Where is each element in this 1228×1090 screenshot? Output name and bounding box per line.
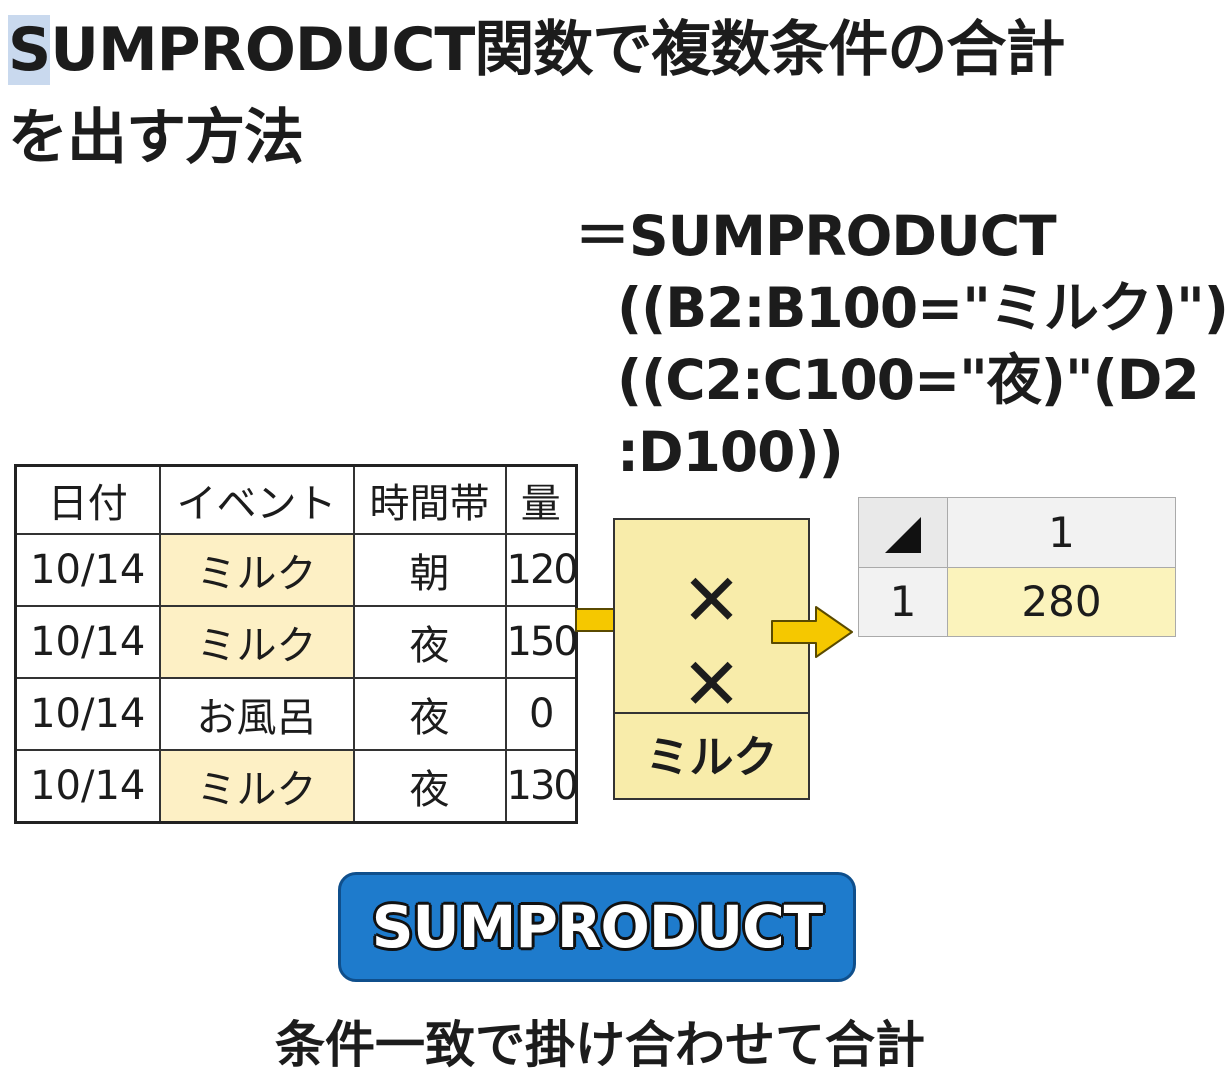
formula-line-1: ＝SUMPRODUCT [575, 204, 1057, 268]
cell-amount: 150 [504, 605, 579, 679]
header-date: 日付 [14, 464, 161, 535]
cell-date: 10/14 [14, 677, 161, 751]
title-rest: UMPRODUCT関数で複数条件の合計 [50, 15, 1065, 85]
title-first-letter: S [8, 15, 51, 85]
result-row: 1 280 [858, 566, 1176, 637]
select-all-cell[interactable] [858, 497, 948, 568]
formula-line-2: ((B2:B100="ミルク)") [617, 276, 1228, 340]
cell-time: 夜 [352, 749, 507, 824]
select-all-triangle-icon [885, 517, 921, 554]
column-header[interactable]: 1 [947, 497, 1176, 568]
caption: 条件一致で掛け合わせて合計 [275, 1016, 925, 1074]
result-header-row: 1 [858, 497, 1176, 568]
table-header-row: 日付 イベント 時間帯 量 [14, 464, 578, 535]
header-amount: 量 [504, 464, 578, 535]
cell-time: 夜 [352, 677, 507, 751]
table-row: 10/14 ミルク 夜 130 [14, 749, 579, 824]
cell-amount: 130 [504, 749, 579, 824]
header-event: イベント [158, 464, 355, 535]
table-row: 10/14 お風呂 夜 0 [14, 677, 578, 751]
row-header[interactable]: 1 [858, 566, 948, 637]
header-time: 時間帯 [352, 464, 507, 535]
title-line-2: を出す方法 [8, 103, 304, 173]
box-divider [615, 712, 808, 714]
multiply-box: ✕ ✕ ミルク [613, 518, 810, 800]
cell-date: 10/14 [14, 533, 161, 607]
cell-event: お風呂 [158, 677, 355, 751]
arrow-right-icon [771, 606, 853, 658]
multiply-icon: ✕ [681, 558, 742, 642]
cell-event: ミルク [158, 605, 355, 679]
data-table: 日付 イベント 時間帯 量 10/14 ミルク 朝 120 10/14 ミルク … [14, 464, 579, 824]
cell-time: 朝 [352, 533, 507, 607]
cell-amount: 120 [504, 533, 579, 607]
result-spreadsheet: 1 1 280 [858, 497, 1176, 637]
cell-time: 夜 [352, 605, 507, 679]
cell-event: ミルク [158, 749, 355, 824]
sumproduct-button[interactable]: SUMPRODUCT [338, 872, 856, 982]
title-line-1: SUMPRODUCT関数で複数条件の合計 [8, 6, 1188, 94]
cell-amount: 0 [504, 677, 578, 751]
cell-event: ミルク [158, 533, 355, 607]
cell-date: 10/14 [14, 605, 161, 679]
formula-line-3: ((C2:C100="夜)"(D2 [617, 348, 1200, 412]
result-value-cell[interactable]: 280 [947, 566, 1176, 637]
page-title: SUMPRODUCT関数で複数条件の合計 を出す方法 [8, 6, 1188, 182]
formula-text: ＝SUMPRODUCT ((B2:B100="ミルク)") ((C2:C100=… [575, 200, 1228, 488]
table-row: 10/14 ミルク 朝 120 [14, 533, 579, 607]
table-row: 10/14 ミルク 夜 150 [14, 605, 579, 679]
cell-date: 10/14 [14, 749, 161, 824]
formula-line-4: :D100)) [617, 420, 844, 484]
multiply-box-label: ミルク [645, 732, 778, 783]
multiply-icon: ✕ [681, 642, 742, 726]
